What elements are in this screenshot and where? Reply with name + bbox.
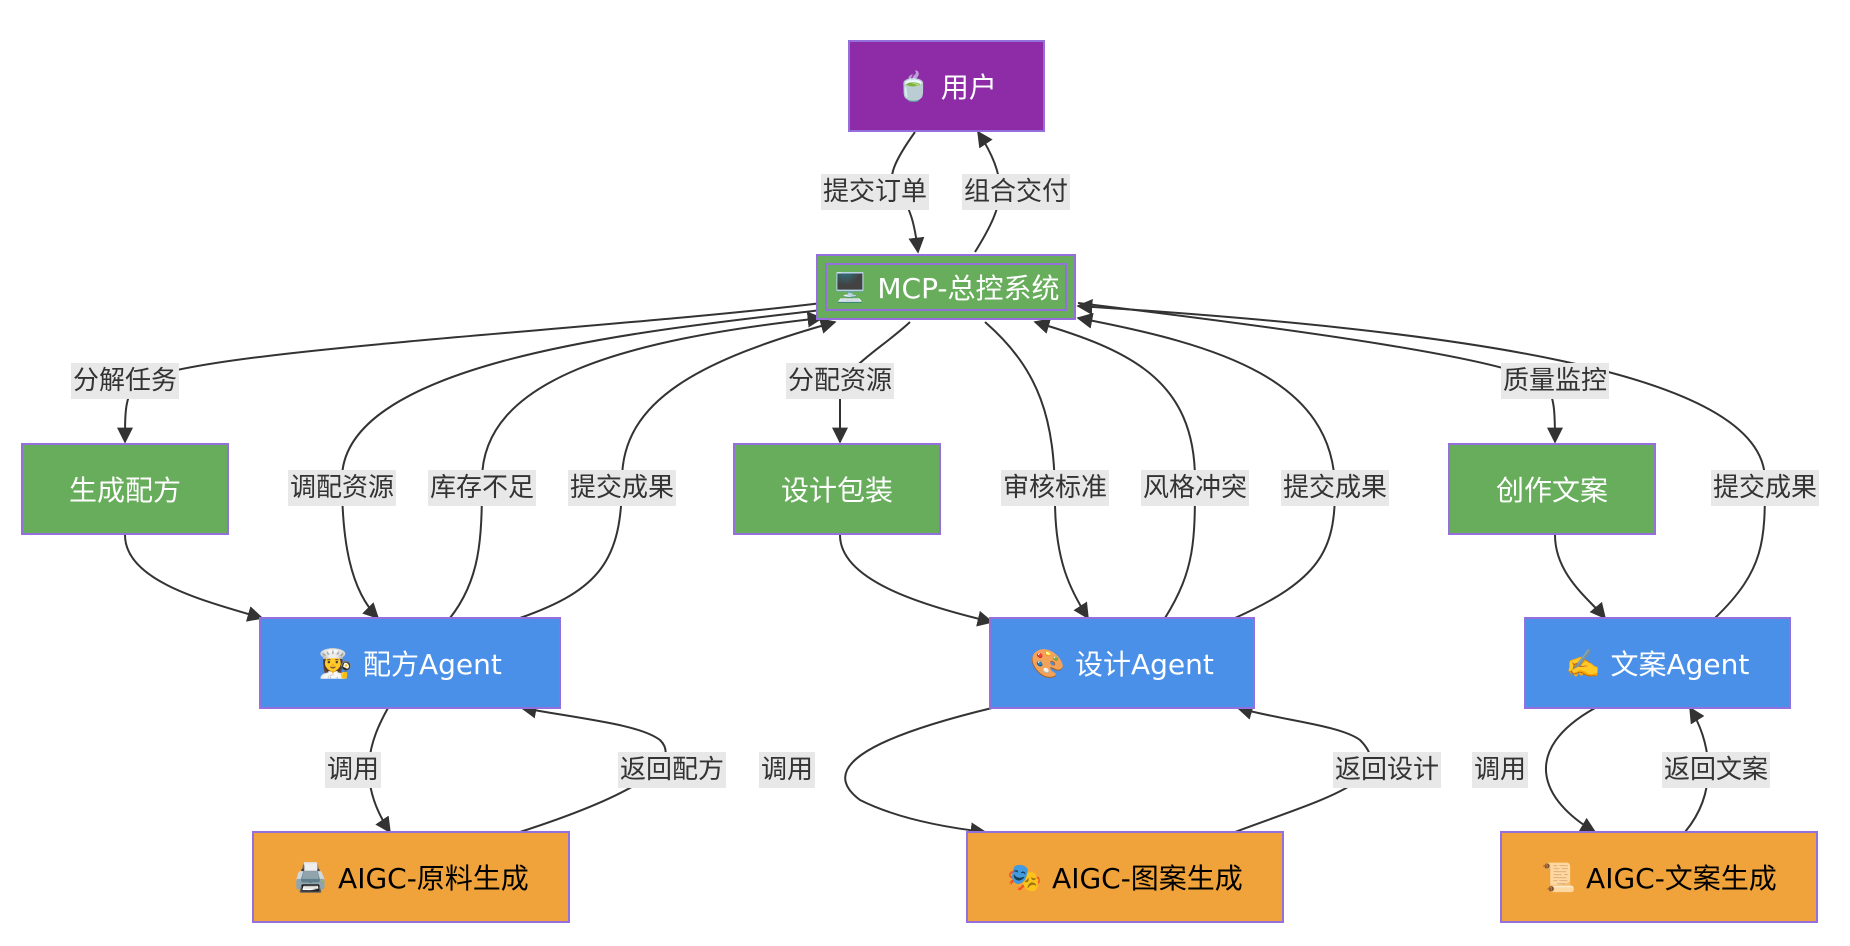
edge-submit-result-2 [1076,312,1337,619]
edge-label-return-recipe: 返回配方 [617,752,727,788]
node-recipe-agent-label: 配方Agent [362,648,502,681]
node-mcp-label: MCP-总控系统 [877,272,1060,305]
node-aigc-pattern[interactable]: 🎭 AIGC-图案生成 [966,831,1284,923]
scroll-icon: 📜 [1541,860,1577,894]
node-write-copy-label: 创作文案 [1495,474,1608,507]
edge-return-design [1234,704,1372,833]
edge-label-invoke-2: 调用 [758,752,816,788]
theater-masks-icon: 🎭 [1007,860,1043,894]
edge-label-allocate-resources: 分配资源 [785,363,895,399]
node-design-pkg-label: 设计包装 [780,474,893,507]
edge-label-submit-result-2: 提交成果 [1280,470,1390,506]
node-aigc-pattern-label: AIGC-图案生成 [1052,862,1243,895]
node-aigc-copy-label: AIGC-文案生成 [1586,862,1777,895]
node-user-label: 用户 [940,71,997,104]
node-design-agent[interactable]: 🎨 设计Agent [989,617,1255,709]
cook-icon: 👩‍🍳 [318,646,353,680]
tea-cup-icon: 🍵 [896,69,931,103]
edge-label-submit-result-1: 提交成果 [567,470,677,506]
node-aigc-material[interactable]: 🖨️ AIGC-原料生成 [252,831,570,923]
node-aigc-material-label: AIGC-原料生成 [338,862,529,895]
node-copy-agent[interactable]: ✍️ 文案Agent [1524,617,1791,709]
edge-label-submit-result-3: 提交成果 [1710,470,1820,506]
edge-return-recipe [519,702,667,833]
edge-quality-monitor [1077,302,1563,444]
edge-label-review-standard: 审核标准 [1000,470,1110,506]
edge-label-return-design: 返回设计 [1332,752,1442,788]
desktop-computer-icon: 🖥️ [832,270,868,304]
edge-design-to-agent [839,534,994,627]
node-mcp[interactable]: 🖥️ MCP-总控系统 [816,254,1076,320]
node-aigc-copy[interactable]: 📜 AIGC-文案生成 [1500,831,1818,923]
edge-label-return-copy: 返回文案 [1661,752,1771,788]
edge-submit-result-3 [1076,298,1767,619]
edge-label-decompose-tasks: 分解任务 [70,363,180,399]
writing-hand-icon: ✍️ [1565,646,1601,680]
edge-label-invoke-1: 调用 [324,752,382,788]
node-design-agent-label: 设计Agent [1074,648,1214,681]
node-write-copy[interactable]: 创作文案 [1448,443,1656,535]
node-design-pkg[interactable]: 设计包装 [733,443,941,535]
edge-dispatch-resources [340,309,823,620]
edge-label-combine-deliver: 组合交付 [961,174,1071,210]
edge-style-conflict [1033,318,1197,619]
node-copy-agent-label: 文案Agent [1610,648,1750,681]
edge-label-quality-monitor: 质量监控 [1500,363,1610,399]
edge-decompose-tasks [117,302,823,444]
node-gen-recipe[interactable]: 生成配方 [21,443,229,535]
edge-label-dispatch-resources: 调配资源 [287,470,397,506]
edge-label-stock-short: 库存不足 [427,470,537,506]
edge-invoke-3 [1544,707,1597,833]
edge-label-submit-order: 提交订单 [820,174,930,210]
edge-stock-short [449,311,824,619]
edge-copy-to-agent [1554,534,1607,620]
edge-label-invoke-3: 调用 [1471,752,1529,788]
node-gen-recipe-label: 生成配方 [68,474,181,507]
printer-icon: 🖨️ [293,860,329,894]
node-recipe-agent[interactable]: 👩‍🍳 配方Agent [259,617,561,709]
node-user[interactable]: 🍵 用户 [848,40,1045,132]
palette-icon: 🎨 [1030,646,1065,680]
edge-label-style-conflict: 风格冲突 [1140,470,1250,506]
edge-gen-recipe-to-agent [124,534,264,622]
edge-invoke-2 [844,707,993,839]
